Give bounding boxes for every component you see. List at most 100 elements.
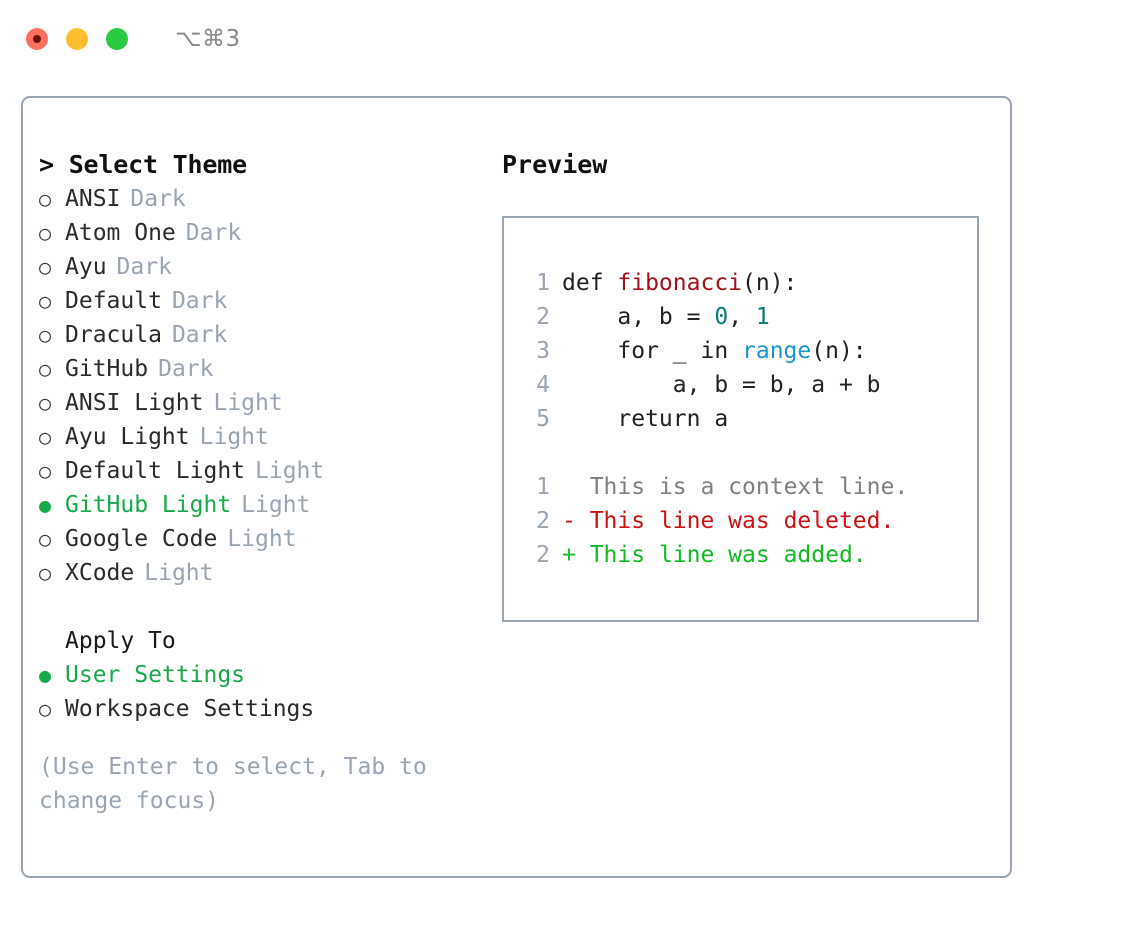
code-token-plain: a, b = [562, 304, 715, 330]
apply-to-option-row[interactable]: ○ Workspace Settings [39, 692, 479, 726]
theme-option-row[interactable]: ○ Google Code Light [39, 522, 479, 556]
diff-line-content: This is a context line. [589, 474, 909, 500]
theme-option-label: Google Code [65, 526, 218, 552]
theme-variant-tag: Dark [185, 220, 242, 246]
line-number: 2 [536, 508, 550, 534]
diff-line-content: This line was added. [589, 542, 867, 568]
code-line: 1 def fibonacci(n): [522, 266, 977, 300]
code-line-content: for _ in range(n): [562, 334, 866, 368]
theme-variant-tag: Light [213, 390, 283, 416]
line-number: 2 [536, 304, 550, 330]
code-line: 4 a, b = b, a + b [522, 368, 977, 402]
minimize-window-button[interactable] [66, 28, 88, 50]
diff-marker: - [562, 508, 590, 534]
close-window-button[interactable] [26, 28, 48, 50]
keyboard-hint-text: (Use Enter to select, Tab to change focu… [39, 754, 441, 814]
theme-variant-tag: Light [255, 458, 325, 484]
theme-variant-tag: Dark [130, 186, 186, 212]
line-number: 1 [536, 270, 550, 296]
theme-option-row[interactable]: ○ ANSI Dark [39, 182, 479, 216]
radio-selected-icon[interactable]: ● [39, 493, 52, 517]
spacer [39, 590, 479, 624]
theme-option-label: ANSI Light [65, 390, 204, 416]
traffic-light-group [26, 28, 128, 50]
diff-marker: + [562, 542, 590, 568]
theme-variant-tag: Dark [158, 356, 214, 382]
radio-unselected-icon[interactable]: ○ [39, 697, 52, 721]
diff-marker [562, 470, 590, 504]
code-token-plain: def [562, 270, 618, 296]
radio-unselected-icon[interactable]: ○ [39, 255, 52, 279]
code-token-plain: for _ in [562, 338, 743, 364]
preview-box: 1 def fibonacci(n): 2 a, b = 0, 1 3 for _ i… [502, 216, 979, 622]
theme-option-label: Ayu Light [65, 424, 190, 450]
theme-variant-tag: Light [227, 526, 297, 552]
theme-option-label: Default Light [65, 458, 246, 484]
line-number: 3 [536, 338, 550, 364]
radio-unselected-icon[interactable]: ○ [39, 323, 52, 347]
radio-unselected-icon[interactable]: ○ [39, 289, 52, 313]
code-token-plain: return a [562, 406, 729, 432]
code-token-builtin: range [742, 338, 812, 364]
apply-to-option-label: Workspace Settings [65, 696, 315, 722]
code-preview-block: 1 def fibonacci(n): 2 a, b = 0, 1 3 for _ i… [522, 266, 977, 436]
code-token-number: 0 [714, 304, 729, 330]
theme-option-row[interactable]: ○ ANSI Light Light [39, 386, 479, 420]
diff-line: 2+ This line was added. [522, 538, 977, 572]
apply-to-option-row[interactable]: ●User Settings [39, 658, 479, 692]
theme-option-row[interactable]: ○ XCode Light [39, 556, 479, 590]
code-token-plain: (n): [742, 270, 798, 296]
line-number: 1 [536, 474, 550, 500]
apply-to-heading: Apply To [65, 628, 176, 654]
theme-option-label: Dracula [65, 322, 162, 348]
code-line: 2 a, b = 0, 1 [522, 300, 977, 334]
theme-option-label: GitHub [65, 356, 149, 382]
preview-heading: Preview [502, 150, 608, 179]
theme-variant-tag: Light [144, 560, 214, 586]
theme-option-row[interactable]: ○ GitHub Dark [39, 352, 479, 386]
code-line-content: return a [562, 402, 728, 436]
theme-option-row[interactable]: ○ Atom One Dark [39, 216, 479, 250]
theme-option-label: ANSI [65, 186, 121, 212]
radio-unselected-icon[interactable]: ○ [39, 391, 52, 415]
radio-selected-icon[interactable]: ● [39, 663, 52, 687]
diff-line: 2- This line was deleted. [522, 504, 977, 538]
theme-option-row[interactable]: ○ Default Light Light [39, 454, 479, 488]
code-line-content: a, b = 0, 1 [562, 300, 770, 334]
keyboard-shortcut-label: ⌥⌘3 [175, 26, 241, 52]
code-token-plain: , [728, 304, 756, 330]
diff-line-content: This line was deleted. [589, 508, 895, 534]
maximize-window-button[interactable] [106, 28, 128, 50]
theme-option-label: XCode [65, 560, 135, 586]
line-number: 4 [536, 372, 550, 398]
line-number: 5 [536, 406, 550, 432]
radio-unselected-icon[interactable]: ○ [39, 357, 52, 381]
code-token-number: 1 [755, 304, 770, 330]
radio-unselected-icon[interactable]: ○ [39, 561, 52, 585]
code-token-function: fibonacci [617, 270, 743, 296]
radio-unselected-icon[interactable]: ○ [39, 425, 52, 449]
theme-option-label: GitHub Light [65, 492, 232, 518]
radio-unselected-icon[interactable]: ○ [39, 527, 52, 551]
theme-option-label: Atom One [65, 220, 176, 246]
apply-to-list[interactable]: ●User Settings ○ Workspace Settings [39, 658, 479, 726]
window-titlebar: ⌥⌘3 [0, 0, 1140, 78]
theme-variant-tag: Dark [171, 288, 228, 314]
diff-preview-block: 1 This is a context line. 2- This line wa… [522, 470, 977, 572]
radio-unselected-icon[interactable]: ○ [39, 187, 52, 211]
radio-unselected-icon[interactable]: ○ [39, 221, 52, 245]
theme-variant-tag: Dark [116, 254, 172, 280]
code-line-content: a, b = b, a + b [562, 368, 881, 402]
select-theme-heading: > Select Theme [39, 150, 247, 179]
code-line: 5 return a [522, 402, 977, 436]
radio-unselected-icon[interactable]: ○ [39, 459, 52, 483]
preview-spacer [522, 436, 977, 470]
code-token-plain: a, b = b, a + b [562, 372, 881, 398]
